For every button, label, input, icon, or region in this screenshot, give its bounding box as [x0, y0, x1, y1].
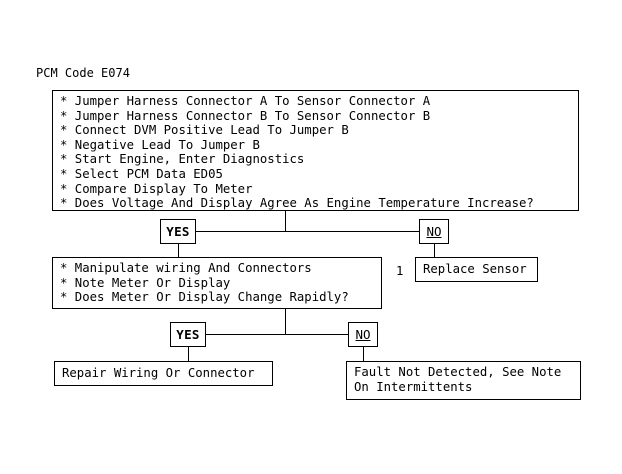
repair-wiring-label: Repair Wiring Or Connector [62, 366, 255, 380]
decision2-yes[interactable]: YES [170, 322, 206, 347]
decision2-no[interactable]: NO [348, 322, 378, 347]
decision2-yes-label: YES [176, 327, 200, 342]
connector-yes2-to-repair [188, 347, 189, 361]
repair-wiring-box: Repair Wiring Or Connector [54, 361, 273, 386]
step1-text: * Jumper Harness Connector A To Sensor C… [60, 94, 534, 211]
replace-sensor-note-number: 1 [396, 264, 404, 278]
connector-no1-to-replace-sensor [434, 244, 435, 257]
decision2-no-label: NO [355, 327, 371, 342]
chart-title: PCM Code E074 [36, 66, 130, 80]
fault-not-detected-box: Fault Not Detected, See Note On Intermit… [346, 361, 581, 400]
connector-decision2-bar [196, 334, 354, 335]
decision1-yes-label: YES [166, 224, 190, 239]
connector-decision1-bar [186, 231, 436, 232]
fault-not-detected-text: Fault Not Detected, See Note On Intermit… [354, 365, 562, 394]
decision1-yes[interactable]: YES [160, 219, 196, 244]
replace-sensor-label: Replace Sensor [423, 262, 527, 276]
connector-no2-to-fault [363, 347, 364, 361]
connector-yes1-to-step2 [178, 244, 179, 257]
decision1-no[interactable]: NO [419, 219, 449, 244]
step2-box: * Manipulate wiring And Connectors * Not… [52, 257, 382, 309]
replace-sensor-box: Replace Sensor [415, 257, 538, 282]
step2-text: * Manipulate wiring And Connectors * Not… [60, 261, 349, 305]
step1-box: * Jumper Harness Connector A To Sensor C… [52, 90, 579, 211]
connector-step2-to-decision2 [285, 309, 286, 334]
connector-step1-to-decision1 [285, 211, 286, 231]
decision1-no-label: NO [426, 224, 442, 239]
